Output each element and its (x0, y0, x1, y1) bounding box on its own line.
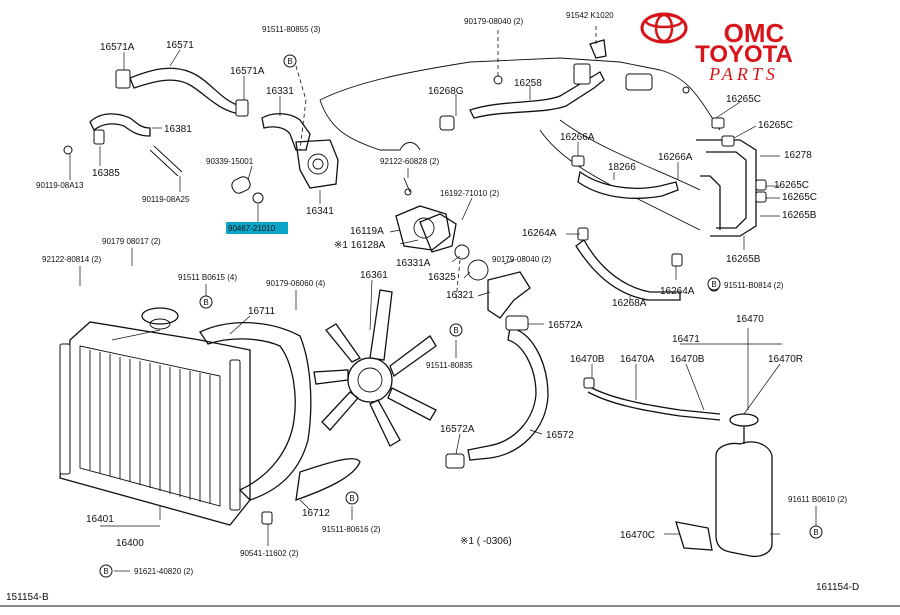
cooling-fan-16361 (313, 279, 437, 447)
label-16265C-4[interactable]: 16265C (782, 192, 817, 203)
label-16381[interactable]: 16381 (164, 124, 192, 135)
label-16471[interactable]: 16471 (672, 334, 700, 345)
label-16119A[interactable]: 16119A (350, 226, 384, 237)
heater-hose-18266 (571, 155, 679, 199)
label-16264A-2[interactable]: 16264A (660, 286, 695, 297)
label-16265B-2[interactable]: 16265B (726, 254, 761, 265)
label-16331A[interactable]: 16331A (396, 258, 431, 269)
label-16265B[interactable]: 16265B (782, 210, 817, 221)
label-90541-11602[interactable]: 90541-11602 (2) (240, 549, 299, 558)
heater-hose-16268A (575, 227, 683, 301)
bypass-hose-16381 (63, 113, 183, 177)
corner-code-right: 161154-D (816, 582, 859, 593)
label-91511-80616[interactable]: 91511-80616 (2) (322, 525, 381, 534)
label-91511-B0615[interactable]: 91511 B0615 (4) (178, 273, 237, 282)
marker-b-4: B (349, 494, 354, 503)
label-16470C[interactable]: 16470C (620, 530, 655, 541)
label-16711[interactable]: 16711 (248, 306, 276, 317)
label-16361[interactable]: 16361 (360, 270, 388, 281)
label-16470B-2[interactable]: 16470B (670, 354, 705, 365)
engine-outline (319, 57, 721, 231)
label-90119-08A13[interactable]: 90119-08A13 (36, 181, 84, 190)
label-16341[interactable]: 16341 (306, 206, 334, 217)
label-16470B[interactable]: 16470B (570, 354, 605, 365)
label-16268G[interactable]: 16268G (428, 86, 464, 97)
label-16266A[interactable]: 16266A (560, 132, 595, 143)
label-16712[interactable]: 16712 (302, 508, 330, 519)
label-16385[interactable]: 16385 (92, 168, 120, 179)
label-16401[interactable]: 16401 (86, 514, 114, 525)
brand-name: TOYOTA (695, 41, 793, 68)
label-90339-15001[interactable]: 90339-15001 (206, 157, 254, 166)
label-16331[interactable]: 16331 (266, 86, 294, 97)
marker-b-5: B (103, 567, 108, 576)
label-92122-80814[interactable]: 92122-80814 (2) (42, 255, 101, 264)
label-16470R[interactable]: 16470R (768, 354, 803, 365)
thermostat-housing (395, 177, 531, 319)
radiator-core-fins (89, 350, 211, 504)
label-91611-B0610[interactable]: 91611 B0610 (2) (788, 495, 847, 504)
part-labels: 16571A 16571 16571A 91511-80855 (3) 1633… (6, 11, 859, 603)
marker-b-6: B (711, 280, 716, 289)
water-outlet-16341 (231, 65, 339, 204)
label-91511-B0814[interactable]: 91511-B0814 (2) (724, 281, 784, 290)
label-16192-71010[interactable]: 16192-71010 (2) (440, 189, 499, 198)
marker-b-3: B (453, 326, 458, 335)
label-16268A[interactable]: 16268A (612, 298, 647, 309)
lower-hose-16572 (445, 315, 549, 469)
marker-b-2: B (203, 298, 208, 307)
label-16265C-1[interactable]: 16265C (726, 94, 761, 105)
highlight-90467-21010 (226, 222, 288, 234)
marker-b-1: B (287, 57, 292, 66)
label-18266[interactable]: 18266 (608, 162, 636, 173)
label-16264A[interactable]: 16264A (522, 228, 557, 239)
label-91511-80855[interactable]: 91511-80855 (3) (262, 25, 321, 34)
label-16265C-2[interactable]: 16265C (758, 120, 793, 131)
brand-mark: OMC (724, 18, 785, 48)
heater-pipe-16258 (439, 26, 690, 131)
leader-lines (69, 49, 817, 572)
reference-markers: B B B B B B B (99, 54, 823, 578)
marker-b-7: B (813, 528, 818, 537)
label-91621-40820[interactable]: 91621-40820 (2) (134, 567, 193, 576)
label-16321[interactable]: 16321 (446, 290, 474, 301)
label-16571A[interactable]: 16571A (100, 42, 135, 53)
label-16266A-2[interactable]: 16266A (658, 152, 693, 163)
label-90119-08A25[interactable]: 90119-08A25 (142, 195, 190, 204)
label-90179-08040-b[interactable]: 90179-08040 (2) (492, 255, 551, 264)
label-16470A[interactable]: 16470A (620, 354, 655, 365)
label-116128A[interactable]: ※1 16128A (334, 240, 386, 251)
heater-pipe-16278 (696, 117, 767, 292)
label-91511-80835[interactable]: 91511-80835 (426, 361, 473, 370)
label-16572A[interactable]: 16572A (548, 320, 583, 331)
label-16571A-2[interactable]: 16571A (230, 66, 265, 77)
fan-shroud-16711 (199, 321, 361, 525)
label-16572[interactable]: 16572 (546, 430, 574, 441)
label-16571[interactable]: 16571 (166, 40, 194, 51)
radiator-16400 (59, 307, 251, 526)
label-16572A-2[interactable]: 16572A (440, 424, 475, 435)
label-90179-06060[interactable]: 90179-06060 (4) (266, 279, 325, 288)
label-16265C-3[interactable]: 16265C (774, 180, 809, 191)
note-footnote: ※1 ( -0306) (460, 536, 512, 547)
label-90467-21010[interactable]: 90467-21010 (228, 224, 276, 233)
label-90179-08040-a[interactable]: 90179-08040 (2) (464, 17, 523, 26)
label-16470[interactable]: 16470 (736, 314, 764, 325)
label-91542-K1020[interactable]: 91542 K1020 (566, 11, 614, 20)
label-92122-60828[interactable]: 92122-60828 (2) (380, 157, 439, 166)
label-16400[interactable]: 16400 (116, 538, 144, 549)
label-16278[interactable]: 16278 (784, 150, 812, 161)
corner-code-left: 151154-B (6, 592, 49, 603)
label-16325[interactable]: 16325 (428, 272, 456, 283)
label-16258[interactable]: 16258 (514, 78, 542, 89)
upper-hose-16571 (115, 67, 249, 117)
brand-sub: PARTS (708, 64, 779, 84)
label-90179-08017[interactable]: 90179 08017 (2) (102, 237, 161, 246)
omc-toyota-logo: OMC TOYOTA PARTS (640, 12, 793, 84)
